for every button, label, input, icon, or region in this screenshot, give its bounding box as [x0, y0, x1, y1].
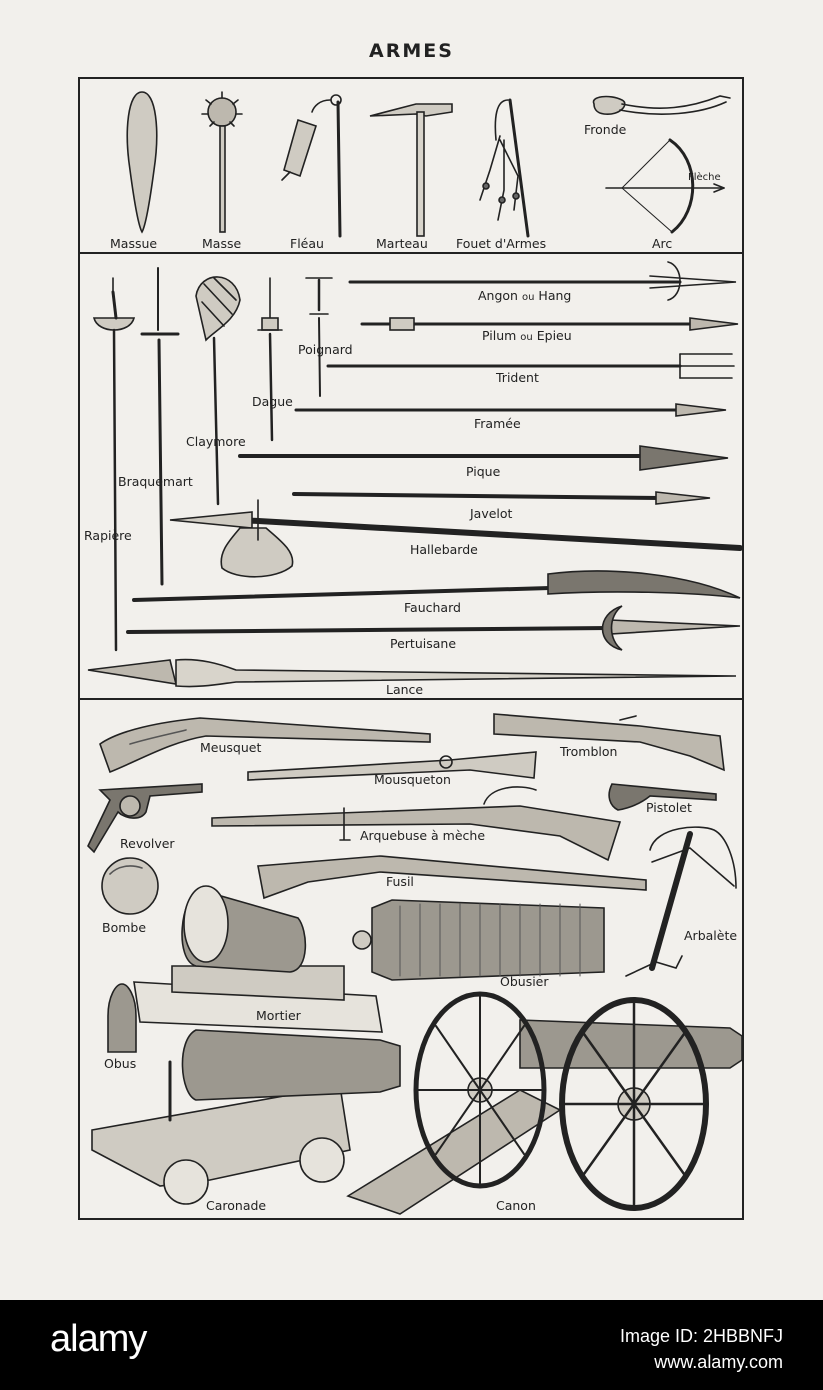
fronde-drawing: [592, 95, 731, 115]
label-canon: Canon: [496, 1198, 536, 1213]
engraving-plate: ARMES: [78, 40, 744, 1220]
fleau-drawing: [281, 94, 342, 238]
label-fronde: Fronde: [584, 122, 627, 137]
label-pique: Pique: [466, 464, 501, 479]
label-mousqueton: Mousqueton: [374, 772, 451, 787]
label-fleau: Fléau: [290, 236, 324, 251]
marteau-drawing: [369, 103, 453, 237]
label-pilum-ou: ou: [520, 332, 533, 343]
javelot-drawing: [292, 491, 711, 505]
label-arc: Arc: [652, 236, 673, 251]
section-divider-1: [78, 252, 744, 254]
label-masse: Masse: [202, 236, 242, 251]
obusier-drawing: [352, 899, 605, 981]
label-braquemart: Braquemart: [118, 474, 193, 489]
trident-drawing: [326, 353, 735, 379]
weapons-illustration: [87, 91, 743, 1215]
tromblon-drawing: [493, 713, 725, 772]
pique-drawing: [238, 445, 729, 471]
rapiere-drawing: [92, 277, 136, 652]
label-hallebarde: Hallebarde: [410, 542, 478, 557]
label-angon-name: Angon: [478, 288, 518, 303]
fauchard-drawing: [132, 570, 741, 602]
label-javelot: Javelot: [470, 506, 513, 521]
plate-frame: [78, 77, 744, 1220]
image-id: Image ID: 2HBBNFJ: [619, 1326, 783, 1346]
label-revolver: Revolver: [120, 836, 175, 851]
label-pertuisane: Pertuisane: [390, 636, 457, 651]
label-arquebuse: Arquebuse à mèche: [360, 828, 486, 843]
obus-drawing: [107, 983, 137, 1053]
claymore-drawing: [195, 276, 241, 506]
label-massue: Massue: [110, 236, 158, 251]
label-obusier: Obusier: [500, 974, 549, 989]
meusquet-drawing: [99, 717, 431, 774]
label-poignard: Poignard: [298, 342, 353, 357]
label-meusquet: Meusquet: [200, 740, 262, 755]
watermark-bar: alamy Image ID: 2HBBNFJ www.alamy.com: [0, 1300, 823, 1390]
arc-drawing: [605, 138, 725, 234]
fusil-drawing: [257, 855, 647, 900]
label-caronade: Caronade: [206, 1198, 267, 1213]
label-fouet: Fouet d'Armes: [456, 236, 547, 251]
label-dague: Dague: [252, 394, 293, 409]
label-fusil: Fusil: [386, 874, 414, 889]
label-fauchard: Fauchard: [404, 600, 461, 615]
label-framee: Framée: [474, 416, 521, 431]
label-bombe: Bombe: [102, 920, 147, 935]
pilum-drawing: [360, 317, 739, 331]
page-title: ARMES: [369, 40, 454, 62]
angon-drawing: [348, 261, 737, 301]
label-pilum-name: Pilum: [482, 328, 517, 343]
fouet-drawing: [479, 98, 530, 238]
alamy-logo: alamy: [50, 1318, 147, 1360]
label-pilum: Pilum ou Epieu: [482, 328, 572, 343]
pertuisane-drawing: [126, 605, 741, 651]
label-claymore: Claymore: [186, 434, 246, 449]
braquemart-drawing: [140, 267, 180, 586]
label-pistolet: Pistolet: [646, 800, 692, 815]
label-angon-ou: ou: [521, 292, 535, 303]
label-lance: Lance: [386, 682, 424, 697]
revolver-drawing: [87, 783, 203, 854]
section-divider-2: [78, 698, 744, 700]
caronade-drawing: [91, 1029, 401, 1205]
pistolet-drawing: [608, 783, 717, 811]
arquebuse-drawing: [211, 786, 622, 862]
label-marteau: Marteau: [376, 236, 428, 251]
label-trident: Trident: [496, 370, 539, 385]
label-mortier: Mortier: [256, 1008, 301, 1023]
label-pilum-alt: Epieu: [536, 328, 572, 343]
label-tromblon: Tromblon: [560, 744, 618, 759]
label-angon-alt: Hang: [538, 288, 572, 303]
dague-drawing: [257, 277, 283, 442]
bombe-drawing: [101, 857, 159, 915]
masse-drawing: [201, 91, 243, 233]
massue-drawing: [126, 91, 158, 234]
canon-drawing: [346, 991, 743, 1215]
label-fleche: Flèche: [688, 172, 721, 183]
label-angon: Angon ou Hang: [478, 288, 571, 303]
hallebarde-drawing: [169, 499, 743, 578]
label-arbalete: Arbalète: [684, 928, 738, 943]
mortier-drawing: [133, 885, 383, 1033]
site-url: www.alamy.com: [654, 1352, 783, 1372]
arbalete-drawing: [625, 826, 737, 977]
lance-drawing: [87, 658, 737, 688]
label-rapiere: Rapière: [84, 528, 132, 543]
framee-drawing: [294, 403, 727, 417]
label-obus: Obus: [104, 1056, 137, 1071]
mousqueton-drawing: [247, 751, 537, 781]
poignard-drawing: [305, 277, 333, 397]
